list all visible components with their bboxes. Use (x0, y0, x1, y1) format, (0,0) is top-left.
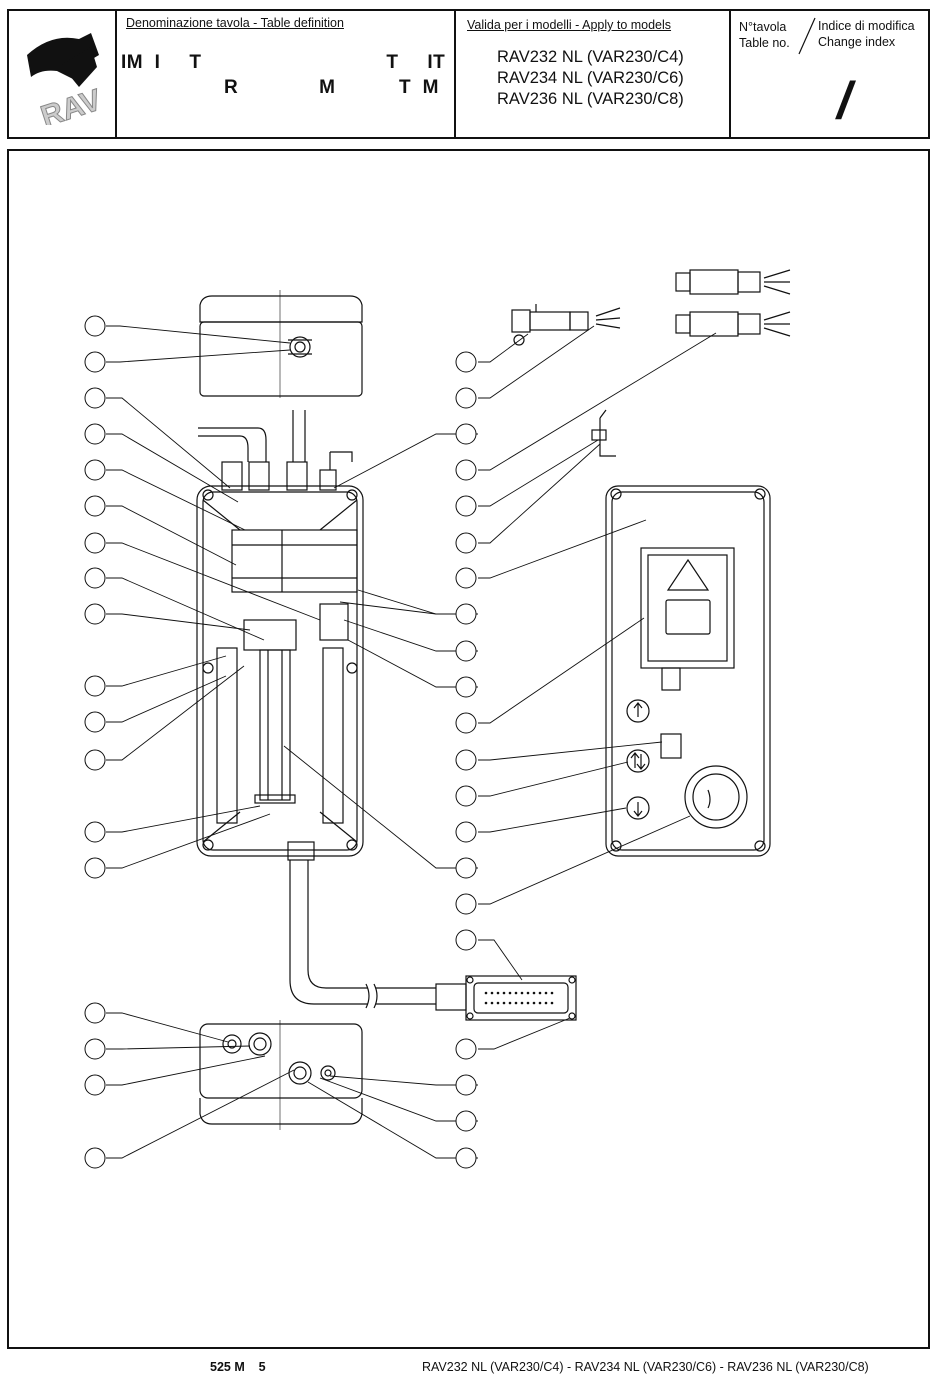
enclosure-top-lid (199, 290, 363, 398)
callout-left (84, 1147, 106, 1169)
callout-right (455, 857, 477, 879)
title-line-1: IM I T T IT (121, 52, 446, 73)
model-1: RAV232 NL (VAR230/C4) (497, 48, 684, 66)
enclosure-body (196, 410, 436, 1009)
drawing-frame (7, 149, 930, 1349)
callout-right (455, 1038, 477, 1060)
definition-label: Denominazione tavola - Table definition (126, 16, 344, 30)
multipole-connector (435, 975, 577, 1021)
change-index-value: / (837, 72, 852, 130)
models-label: Valida per i modelli - Apply to models (467, 18, 672, 32)
leader-lines (106, 325, 717, 1159)
callout-left (84, 567, 106, 589)
callout-right (455, 640, 477, 662)
callout-right (455, 495, 477, 517)
rav-logo: RAV (27, 33, 106, 125)
enclosure-bottom-lid (199, 1020, 363, 1130)
callout-right (455, 387, 477, 409)
title-block: RAV Denominazione tavola - Table definit… (7, 9, 930, 139)
callout-left (84, 821, 106, 843)
model-3: RAV236 NL (VAR230/C8) (497, 90, 684, 108)
callout-left (84, 1038, 106, 1060)
down-arrow-icon (626, 796, 650, 820)
callout-right (455, 676, 477, 698)
callout-right (455, 532, 477, 554)
callout-left (84, 857, 106, 879)
up-arrow-icon (626, 699, 650, 723)
page-code: 525 M 5 (210, 1360, 266, 1374)
callout-left (84, 603, 106, 625)
callout-right (455, 459, 477, 481)
callout-left (84, 387, 106, 409)
callout-right (455, 929, 477, 951)
callout-left (84, 675, 106, 697)
callout-left (84, 749, 106, 771)
callout-left (84, 495, 106, 517)
callout-left (84, 351, 106, 373)
callout-right (455, 567, 477, 589)
callout-right (455, 1074, 477, 1096)
change-index-label: Indice di modifica Change index (818, 18, 915, 50)
callout-circles (84, 315, 477, 1169)
callout-right (455, 712, 477, 734)
callout-right (455, 821, 477, 843)
triangle-warning-icon (666, 558, 710, 591)
title-line-2: R M T M (224, 77, 440, 98)
models-list: RAV232 NL (VAR230/C4) RAV234 NL (VAR230/… (497, 47, 684, 110)
change-index-label-it: Indice di modifica (818, 19, 915, 33)
callout-left (84, 711, 106, 733)
emergency-stop-icon (684, 765, 748, 829)
callout-right (455, 1110, 477, 1132)
callout-right (455, 785, 477, 807)
callout-right (455, 351, 477, 373)
up-down-arrow-icon (626, 749, 650, 773)
callout-right (455, 603, 477, 625)
table-no-label-en: Table no. (739, 36, 790, 50)
limit-switches (511, 269, 791, 457)
callout-left (84, 1074, 106, 1096)
table-no-label: N°tavola Table no. (739, 19, 790, 51)
model-2: RAV234 NL (VAR230/C6) (497, 69, 684, 87)
footer-models: RAV232 NL (VAR230/C4) - RAV234 NL (VAR23… (422, 1360, 869, 1374)
callout-right (455, 423, 477, 445)
callout-right (455, 893, 477, 915)
callout-left (84, 315, 106, 337)
table-no-label-it: N°tavola (739, 20, 787, 34)
connector-pins (484, 991, 554, 1005)
change-index-label-en: Change index (818, 35, 896, 49)
callout-right (455, 1147, 477, 1169)
pendant-control-panel (605, 485, 771, 857)
callout-left (84, 459, 106, 481)
callout-left (84, 532, 106, 554)
callout-right (455, 749, 477, 771)
callout-left (84, 423, 106, 445)
divider-slash (798, 17, 816, 55)
callout-left (84, 1002, 106, 1024)
